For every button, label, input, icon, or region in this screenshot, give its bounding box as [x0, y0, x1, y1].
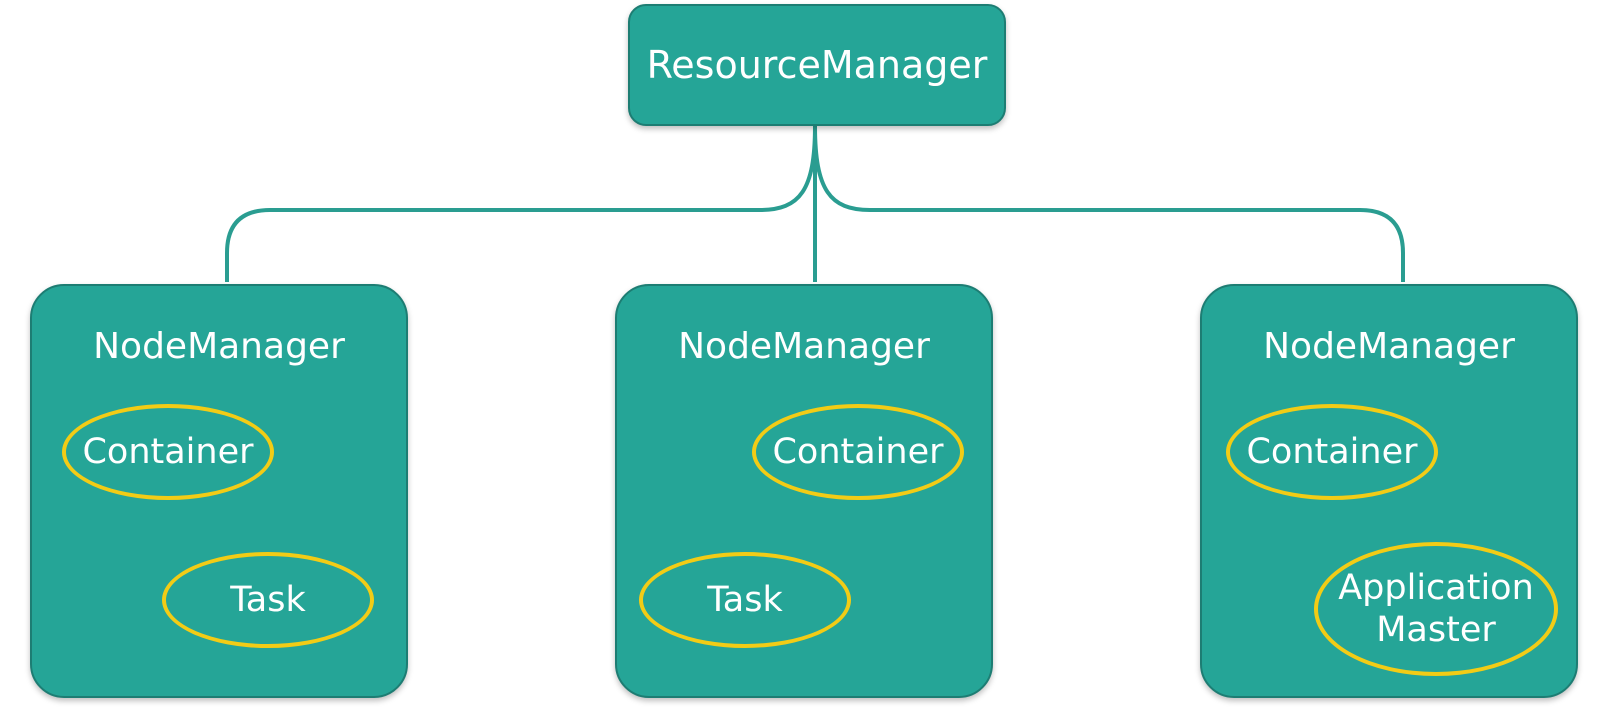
container-oval: Container — [752, 404, 964, 500]
resource-manager-box: ResourceManager — [628, 4, 1006, 126]
resource-manager-label: ResourceManager — [646, 43, 988, 87]
container-label: Container — [1246, 432, 1418, 472]
application-master-oval: Application Master — [1314, 542, 1558, 676]
node-manager-3: NodeManager Container Application Master — [1200, 284, 1578, 698]
task-label: Task — [707, 580, 783, 620]
container-label: Container — [772, 432, 944, 472]
application-master-label: Application Master — [1338, 568, 1534, 650]
node-manager-title: NodeManager — [1263, 326, 1515, 367]
task-label: Task — [230, 580, 306, 620]
connector-rm-to-node-1 — [225, 125, 817, 282]
node-manager-1: NodeManager Container Task — [30, 284, 408, 698]
node-manager-2: NodeManager Container Task — [615, 284, 993, 698]
connector-rm-to-node-3 — [813, 125, 1405, 282]
container-oval: Container — [1226, 404, 1438, 500]
container-label: Container — [82, 432, 254, 472]
task-oval: Task — [639, 552, 851, 648]
container-oval: Container — [62, 404, 274, 500]
task-oval: Task — [162, 552, 374, 648]
node-manager-title: NodeManager — [93, 326, 345, 367]
node-manager-title: NodeManager — [678, 326, 930, 367]
